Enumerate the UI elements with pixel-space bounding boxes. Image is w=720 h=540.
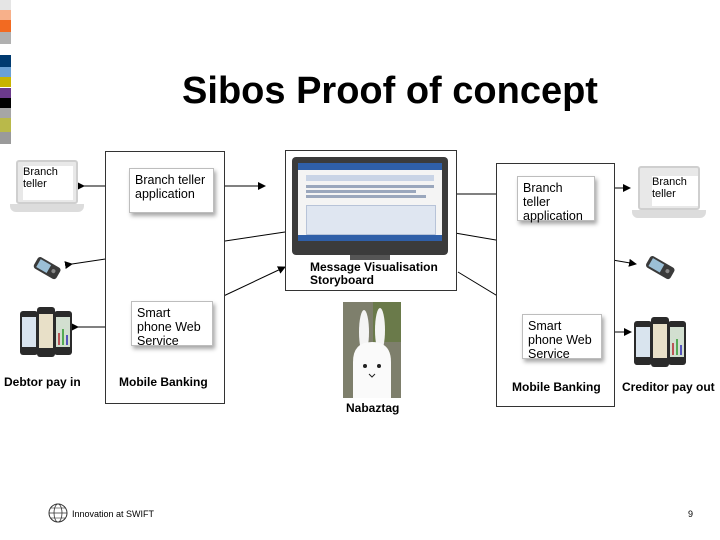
page-number: 9 — [688, 509, 694, 519]
swatch — [0, 20, 11, 32]
laptop-base — [10, 204, 84, 212]
right-smart-phone-service-box: Smart phone Web Service — [522, 314, 602, 361]
laptop-screen-text: Branch teller — [652, 176, 698, 206]
laptop-screen-text: Branch teller — [23, 166, 73, 200]
nabaztag-label: Nabaztag — [346, 401, 400, 415]
creditor-label: Creditor pay out — [622, 380, 715, 394]
swatch — [0, 67, 11, 77]
laptop-screen: Branch teller — [638, 166, 700, 210]
swatch — [0, 77, 11, 87]
screen-header-bar — [298, 163, 442, 170]
left-branch-teller-app-box: Branch teller application — [129, 168, 214, 213]
footer-text: Innovation at SWIFT — [72, 509, 155, 519]
smartphones-left-icon — [20, 307, 72, 359]
monitor-screen — [298, 163, 442, 241]
swatch — [0, 118, 11, 132]
screen-footer-bar — [298, 235, 442, 241]
swatch — [0, 98, 11, 108]
right-branch-teller-app-box: Branch teller application — [517, 176, 595, 223]
left-mobile-banking-label: Mobile Banking — [119, 375, 208, 389]
swatch — [0, 132, 11, 144]
screen-row — [306, 185, 434, 188]
monitor-stand — [350, 255, 390, 260]
arrow — [214, 266, 286, 301]
smartphones-right-icon — [634, 317, 686, 369]
swatch — [0, 32, 11, 44]
mobile-phone-left-icon — [30, 254, 62, 282]
laptop-base — [632, 210, 706, 218]
swatch — [0, 108, 11, 118]
swift-globe-icon — [48, 503, 68, 523]
visualisation-panel: Message Visualisation Storyboard — [285, 150, 457, 291]
laptop-right: Branch teller — [632, 166, 706, 222]
debtor-label: Debtor pay in — [4, 375, 81, 389]
screen-row — [306, 175, 434, 181]
swatch — [0, 10, 11, 20]
right-mobile-banking-label: Mobile Banking — [512, 380, 601, 394]
swatch — [0, 88, 11, 98]
slide-title: Sibos Proof of concept — [182, 70, 598, 112]
nabaztag-icon — [343, 302, 401, 398]
laptop-left: Branch teller — [10, 160, 84, 216]
left-smart-phone-service-box: Smart phone Web Service — [131, 301, 213, 348]
mobile-phone-right-icon — [642, 254, 678, 282]
laptop-screen: Branch teller — [16, 160, 78, 204]
monitor — [292, 157, 448, 255]
swatch — [0, 0, 11, 10]
screen-row — [306, 190, 416, 193]
screen-row — [306, 195, 426, 198]
screen-panel — [306, 205, 436, 235]
swatch — [0, 55, 11, 67]
nabaztag-photo — [343, 302, 401, 398]
visualisation-label: Message Visualisation Storyboard — [310, 260, 438, 287]
